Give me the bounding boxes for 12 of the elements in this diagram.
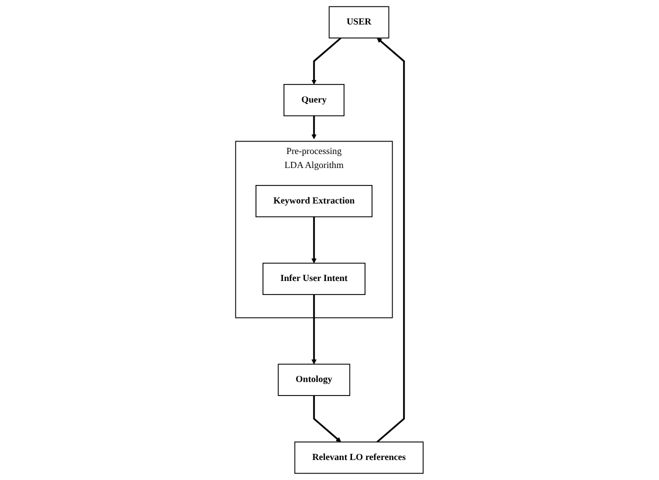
node-box: Infer User Intent [262,262,366,295]
arrow [376,38,405,443]
node-box: Query [284,84,345,116]
arrow [312,37,342,85]
node-box: Ontology [278,364,350,396]
arrow [312,216,317,264]
arrow [312,116,317,140]
arrow [313,396,342,442]
arrow [312,294,317,364]
node-box: Keyword Extraction [256,185,373,218]
node-box: Relevant LO references [294,442,424,474]
node-box: USER [328,6,390,38]
